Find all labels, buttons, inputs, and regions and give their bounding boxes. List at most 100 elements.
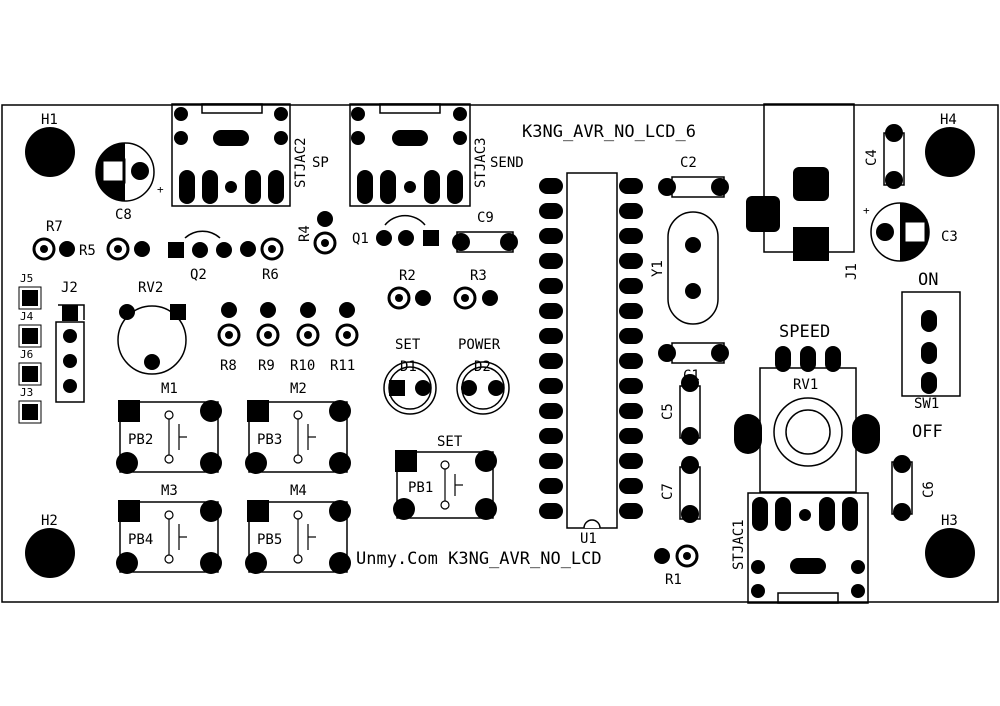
ic-pin: [539, 453, 563, 469]
label-j2: J2: [61, 280, 78, 296]
label-power-led: POWER: [458, 337, 501, 353]
label-m2: M2: [290, 381, 307, 397]
board-title: K3NG_AVR_NO_LCD_6: [522, 122, 696, 142]
label-c5: C5: [660, 403, 676, 420]
label-rv2: RV2: [138, 280, 163, 296]
label-pb1: PB1: [408, 480, 433, 496]
ic-pin: [619, 328, 643, 344]
push-buttons: [116, 400, 497, 574]
transistor-q2: [168, 230, 232, 258]
label-j1: J1: [844, 263, 860, 280]
label-h2: H2: [41, 513, 58, 529]
label-c3-plus: +: [863, 204, 870, 217]
label-c1: C1: [683, 368, 700, 384]
ic-u1: [539, 172, 643, 529]
mounting-holes: [25, 127, 975, 578]
ic-pin: [619, 428, 643, 444]
label-sp: SP: [312, 155, 329, 171]
jack-j1: [746, 103, 855, 261]
cap-c6: [891, 455, 913, 521]
label-c4: C4: [864, 149, 880, 166]
resistor-r11: [335, 302, 359, 347]
cap-c4: [883, 124, 905, 189]
ic-pin: [619, 403, 643, 419]
label-m1: M1: [161, 381, 178, 397]
label-j4: J4: [20, 310, 34, 323]
ic-pin: [539, 478, 563, 494]
resistor-r1: [654, 544, 699, 568]
label-set-led: SET: [395, 337, 421, 353]
switch-sw1: [901, 291, 961, 397]
ic-pin: [539, 228, 563, 244]
led-d1: [383, 361, 437, 415]
pot-rv2: [117, 304, 187, 375]
ic-pin: [619, 278, 643, 294]
label-c6: C6: [921, 481, 937, 498]
label-r7: R7: [46, 219, 63, 235]
cap-c3: [870, 202, 930, 262]
label-q1: Q1: [352, 231, 369, 247]
button-pb4: [116, 500, 222, 574]
ic-pin: [619, 178, 643, 194]
label-on: ON: [918, 270, 938, 290]
ic-pin: [539, 178, 563, 194]
label-pb3: PB3: [257, 432, 282, 448]
ic-pin: [539, 203, 563, 219]
pads-j3-j6: [18, 286, 42, 424]
ic-pin: [619, 353, 643, 369]
cap-c2: [658, 176, 729, 198]
label-h4: H4: [940, 112, 957, 128]
label-pb2: PB2: [128, 432, 153, 448]
label-r4: R4: [297, 225, 313, 242]
label-c8: C8: [115, 207, 132, 223]
label-stjac1: STJAC1: [731, 519, 747, 570]
label-j3: J3: [20, 386, 33, 399]
label-j6: J6: [20, 348, 33, 361]
label-rv1: RV1: [793, 377, 818, 393]
resistor-r7: [32, 237, 75, 261]
label-stjac2: STJAC2: [293, 137, 309, 188]
ic-pin: [619, 503, 643, 519]
jack-stjac3: [349, 103, 471, 207]
jack-stjac2: [171, 103, 291, 207]
label-r8: R8: [220, 358, 237, 374]
cap-c7: [679, 456, 701, 523]
cap-c8: [95, 142, 155, 202]
cap-c5: [679, 374, 701, 445]
resistor-r3: [453, 286, 498, 310]
label-u1: U1: [580, 531, 597, 547]
button-pb1: [393, 450, 497, 520]
pot-rv1: [734, 346, 880, 493]
ic-pin: [539, 428, 563, 444]
label-r10: R10: [290, 358, 315, 374]
label-c7: C7: [660, 483, 676, 500]
label-send: SEND: [490, 155, 524, 171]
cap-c9: [452, 231, 518, 253]
resistor-r5: [106, 237, 150, 261]
button-pb5: [245, 500, 351, 574]
ic-pin: [619, 478, 643, 494]
ic-pin: [539, 303, 563, 319]
hole-h3: [925, 528, 975, 578]
ic-pin: [619, 203, 643, 219]
label-r1: R1: [665, 572, 682, 588]
silkscreen-labels: K3NG_AVR_NO_LCD_6 Unmy.Com K3NG_AVR_NO_L…: [20, 112, 958, 588]
label-c3: C3: [941, 229, 958, 245]
ic-pin: [619, 378, 643, 394]
resistor-r6: [240, 237, 284, 261]
label-r6: R6: [262, 267, 279, 283]
board-footer: Unmy.Com K3NG_AVR_NO_LCD: [356, 549, 602, 569]
label-m4: M4: [290, 483, 307, 499]
label-y1: Y1: [650, 260, 666, 277]
header-j2: [55, 304, 85, 403]
label-set-button: SET: [437, 434, 463, 450]
label-c2: C2: [680, 155, 697, 171]
label-j5: J5: [20, 272, 33, 285]
label-d2: D2: [474, 359, 491, 375]
label-h3: H3: [941, 513, 958, 529]
crystal-y1: [667, 211, 719, 325]
ic-pin: [539, 503, 563, 519]
resistor-r9: [256, 302, 280, 347]
resistor-r8: [217, 302, 241, 347]
